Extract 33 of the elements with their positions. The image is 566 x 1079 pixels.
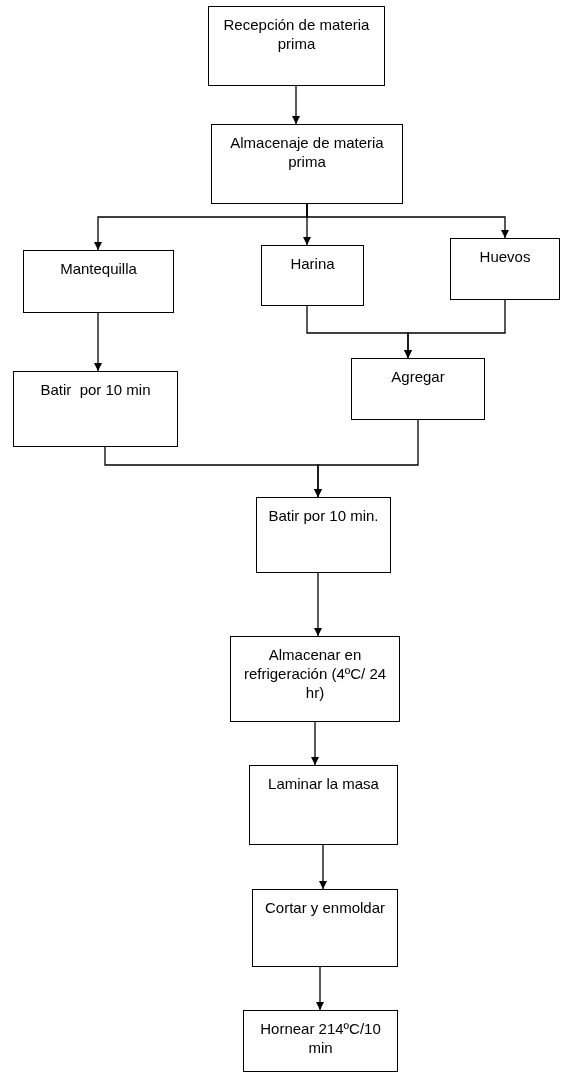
- arrow: [314, 572, 322, 637]
- process-box: [256, 497, 391, 573]
- step-text: Agregar: [391, 367, 445, 386]
- step-text: Mantequilla: [60, 259, 137, 278]
- arrow: [94, 312, 102, 372]
- arrow: [319, 844, 327, 890]
- process-box: [249, 765, 398, 845]
- process-box: [261, 245, 364, 306]
- process-box: [252, 889, 398, 967]
- step-text: Hornear 214ºC/10 min: [259, 1019, 382, 1057]
- arrow: [316, 966, 324, 1011]
- process-box: [450, 238, 560, 300]
- step-text: Almacenar en refrigeración (4ºC/ 24 hr): [242, 645, 388, 702]
- step-text: Huevos: [479, 247, 531, 266]
- arrow: [292, 85, 300, 125]
- process-box: [230, 636, 400, 722]
- step-text: Batir por 10 min: [40, 380, 151, 399]
- arrow: [306, 203, 509, 239]
- process-box: [243, 1010, 398, 1072]
- step-text: Recepción de materia prima: [222, 15, 371, 53]
- process-box: [13, 371, 178, 447]
- step-text: Almacenaje de materia prima: [229, 133, 385, 171]
- arrow: [314, 419, 419, 498]
- step-text: Cortar y enmoldar: [264, 898, 385, 917]
- process-box: [351, 358, 485, 420]
- arrow: [311, 721, 319, 766]
- arrow: [404, 299, 506, 359]
- process-box: [23, 250, 174, 313]
- process-box: [211, 124, 403, 204]
- step-text: Harina: [290, 254, 335, 273]
- step-text: Laminar la masa: [268, 774, 379, 793]
- step-text: Batir por 10 min.: [268, 506, 379, 525]
- process-box: [208, 6, 385, 86]
